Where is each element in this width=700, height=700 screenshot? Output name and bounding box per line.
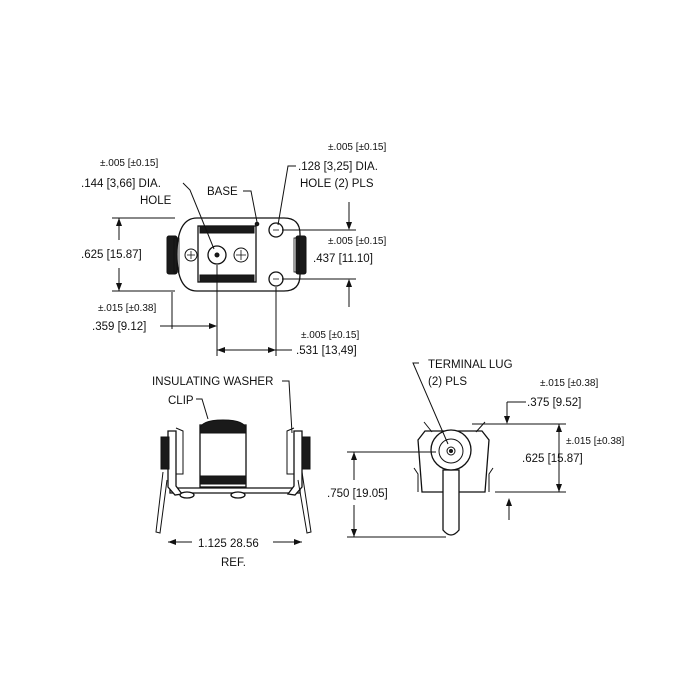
dim-1125-text: 1.125 28.56 bbox=[198, 538, 259, 550]
tol-hole-144: ±.005 [±0.15] bbox=[100, 158, 158, 169]
tol-531: ±.005 [±0.15] bbox=[301, 330, 359, 341]
center-hole-mark bbox=[214, 252, 220, 258]
dim-437-text: .437 [11.10] bbox=[313, 253, 373, 265]
ref-label: REF. bbox=[221, 557, 246, 569]
left-end-rim bbox=[173, 237, 180, 273]
left-foot bbox=[179, 491, 195, 499]
hole-144-dim: .144 [3,66] DIA. bbox=[81, 178, 161, 190]
dim-750-text: .750 [19.05] bbox=[327, 488, 388, 500]
side-flanges bbox=[413, 467, 494, 492]
terminal-lug bbox=[442, 469, 460, 536]
inner-rivet-hole bbox=[233, 247, 249, 263]
dim-359-lines bbox=[160, 265, 218, 356]
right-end-rim bbox=[293, 237, 300, 273]
leader-washer bbox=[282, 380, 293, 434]
front-view: INSULATING WASHER CLIP 1.125 28.56 REF. bbox=[152, 376, 312, 569]
dim-531-text: .531 [13,49] bbox=[296, 345, 357, 357]
left-end-coil bbox=[166, 235, 178, 275]
right-end-coil bbox=[295, 235, 307, 275]
left-rivet-mark bbox=[187, 251, 195, 259]
inner-rivet-mark bbox=[236, 250, 246, 260]
tol-hole-128: ±.005 [±0.15] bbox=[328, 142, 386, 153]
tol-375: ±.015 [±0.38] bbox=[540, 378, 598, 389]
right-bent-tab bbox=[286, 430, 303, 496]
dim-625-side-text: .625 [15.87] bbox=[522, 453, 583, 465]
dim-531-lines bbox=[217, 287, 292, 356]
dim-625-side-lines bbox=[472, 423, 566, 493]
clip-lower-band bbox=[199, 274, 255, 283]
leader-hole-128 bbox=[277, 165, 296, 226]
dim-625-side-arrow-bottom bbox=[556, 484, 562, 492]
dim-375-arrow bbox=[504, 416, 510, 424]
right-clip-flange bbox=[286, 427, 295, 475]
right-foot bbox=[230, 491, 246, 499]
leader-clip bbox=[196, 398, 209, 420]
dim-625-arrow-top bbox=[116, 218, 122, 226]
dim-437-arrow-top bbox=[346, 222, 352, 230]
lug-center bbox=[446, 446, 456, 456]
dim-lower-arrow bbox=[506, 498, 512, 506]
dim-437-lines bbox=[282, 202, 356, 307]
dim-625-text: .625 [15.87] bbox=[81, 249, 142, 261]
tol-359: ±.015 [±0.38] bbox=[98, 303, 156, 314]
left-rivet-hole bbox=[184, 248, 198, 262]
hole-128-label: HOLE (2) PLS bbox=[300, 178, 374, 190]
top-view: ±.005 [±0.15] .144 [3,66] DIA. HOLE BASE… bbox=[81, 142, 386, 357]
dim-359-arrow bbox=[209, 323, 217, 329]
right-washer bbox=[301, 436, 311, 470]
dim-1125-arrow-right bbox=[294, 539, 302, 545]
clip-upper-band bbox=[199, 225, 255, 234]
clip-body-top bbox=[197, 225, 257, 283]
hole-128-dim: .128 [3,25] DIA. bbox=[298, 161, 378, 173]
dim-625-arrow-bottom bbox=[116, 283, 122, 291]
leader-base bbox=[243, 190, 258, 223]
hole-144-label: HOLE bbox=[140, 195, 172, 207]
right-blade bbox=[297, 471, 312, 534]
dim-625-side-arrow-top bbox=[556, 424, 562, 432]
left-clip-flange bbox=[175, 427, 184, 475]
side-view: TERMINAL LUG (2) PLS ±.015 [±0.38] .375 … bbox=[327, 359, 624, 538]
leader-lug bbox=[412, 362, 449, 445]
left-blade bbox=[155, 471, 168, 534]
dim-359-text: .359 [9.12] bbox=[92, 321, 146, 333]
left-bent-tab bbox=[167, 430, 184, 496]
tol-625-side: ±.015 [±0.38] bbox=[566, 436, 624, 447]
dim-437-arrow-bottom bbox=[346, 279, 352, 287]
lug-label-2: (2) PLS bbox=[428, 376, 467, 388]
washer-label: INSULATING WASHER bbox=[152, 376, 273, 388]
dim-750-arrow-bottom bbox=[351, 529, 357, 537]
clip-label: CLIP bbox=[168, 395, 194, 407]
clip-bottom-band bbox=[199, 475, 247, 485]
dim-750-arrow-top bbox=[351, 452, 357, 460]
base-label: BASE bbox=[207, 186, 238, 198]
dim-531-arrow-left bbox=[217, 347, 225, 353]
lug-label-1: TERMINAL LUG bbox=[428, 359, 513, 371]
dim-625-lines bbox=[112, 217, 175, 292]
lug-inner-ring bbox=[438, 438, 464, 464]
dim-750-lines bbox=[347, 451, 446, 538]
tol-437: ±.005 [±0.15] bbox=[328, 236, 386, 247]
clip-top-cap bbox=[199, 419, 247, 434]
dim-375-text: .375 [9.52] bbox=[527, 397, 581, 409]
base-leader-dot bbox=[254, 221, 260, 227]
dim-531-arrow-right bbox=[268, 347, 276, 353]
dim-1125-arrow-left bbox=[168, 539, 176, 545]
left-washer bbox=[160, 436, 170, 470]
leader-hole-144 bbox=[182, 182, 215, 250]
lug-center-dot bbox=[449, 449, 453, 453]
